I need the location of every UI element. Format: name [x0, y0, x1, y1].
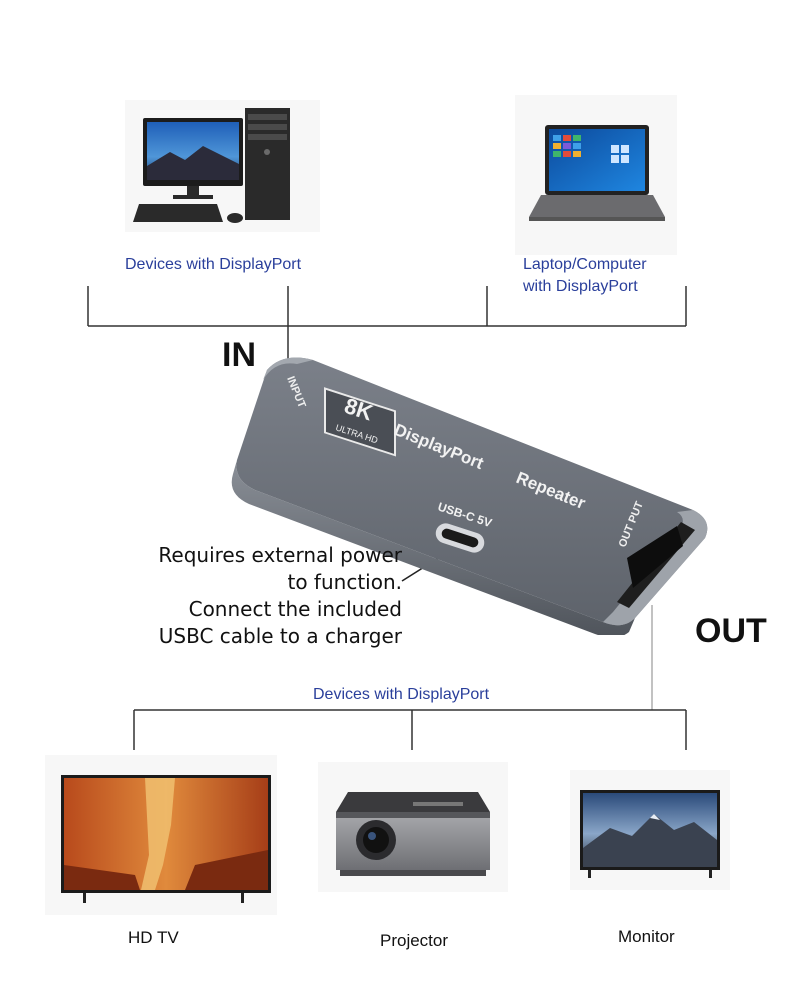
hd-tv-image: [45, 755, 277, 915]
desktop-label: Devices with DisplayPort: [125, 256, 302, 273]
laptop-label-line1: Laptop/Computer: [523, 256, 647, 273]
power-note-line2: to function.: [287, 570, 403, 594]
power-note-line3: Connect the included: [188, 597, 402, 621]
power-note-line4: USBC cable to a charger: [158, 624, 402, 648]
desktop-computer-image: [125, 100, 320, 232]
laptop-image: [515, 95, 677, 255]
laptop-label: Laptop/Computer with DisplayPort: [523, 254, 647, 298]
power-note: Requires external power to function. Con…: [110, 542, 402, 650]
power-note-line1: Requires external power: [158, 543, 402, 567]
output-group-label: Devices with DisplayPort: [313, 686, 490, 703]
projector-image: [318, 762, 508, 892]
laptop-label-line2: with DisplayPort: [523, 278, 638, 295]
monitor-label: Monitor: [618, 927, 675, 946]
usb-c-port: [441, 528, 479, 548]
out-label: OUT: [695, 612, 767, 650]
displayport-repeater-image: 8K ULTRA HD DisplayPort Repeater INPUT O…: [231, 357, 708, 635]
in-label: IN: [222, 336, 256, 374]
tv-label: HD TV: [128, 928, 179, 947]
monitor-image: [570, 770, 730, 890]
projector-label: Projector: [380, 931, 449, 950]
